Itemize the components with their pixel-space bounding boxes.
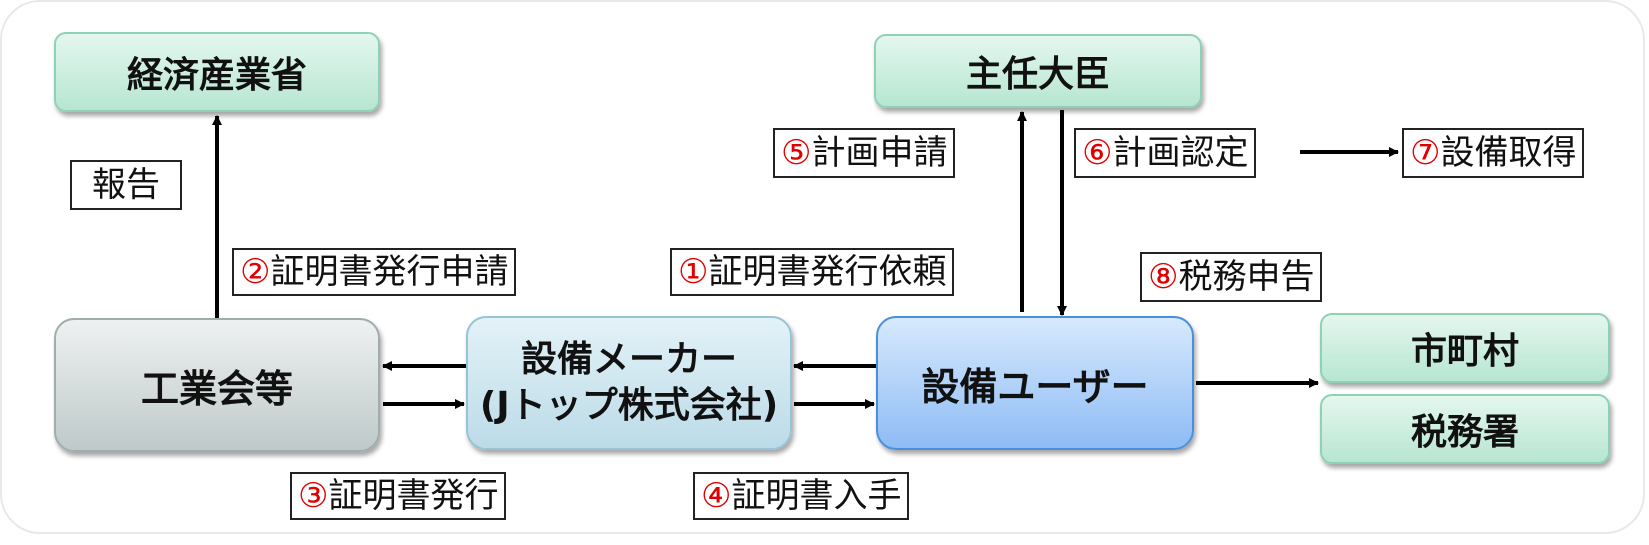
step6-number: ⑥ xyxy=(1082,133,1113,173)
equipment-user-box: 設備ユーザー xyxy=(876,316,1194,450)
minister-box: 主任大臣 xyxy=(874,34,1202,108)
step5-text: 計画申請 xyxy=(811,133,948,173)
tax-office-box: 税務署 xyxy=(1320,394,1610,464)
step8-text: 税務申告 xyxy=(1178,257,1315,297)
municipality-box: 市町村 xyxy=(1320,313,1610,383)
step3-number: ③ xyxy=(298,476,329,516)
step2-text: 証明書発行申請 xyxy=(270,252,509,292)
step7-text: 設備取得 xyxy=(1440,133,1577,173)
equipment-user-label: 設備ユーザー xyxy=(921,364,1149,409)
step7-number: ⑦ xyxy=(1410,133,1441,173)
step2-number: ② xyxy=(240,252,271,292)
report-text: 報告 xyxy=(92,165,160,205)
municipality-label: 市町村 xyxy=(1410,331,1519,372)
report-label: 報告 xyxy=(70,160,182,210)
equipment-maker-company: (Jトップ株式会社) xyxy=(479,385,779,426)
step6-text: 計画認定 xyxy=(1112,133,1249,173)
step1-number: ① xyxy=(678,252,709,292)
tax-office-label: 税務署 xyxy=(1410,412,1519,453)
industry-association-label: 工業会等 xyxy=(140,366,293,411)
step5-number: ⑤ xyxy=(781,133,812,173)
meti-box: 経済産業省 xyxy=(54,32,380,112)
step8-number: ⑧ xyxy=(1148,257,1179,297)
equipment-maker-label: 設備メーカー xyxy=(520,339,737,380)
step3-text: 証明書発行 xyxy=(328,476,499,516)
step4-text: 証明書入手 xyxy=(731,476,902,516)
step4-number: ④ xyxy=(701,476,732,516)
industry-association-box: 工業会等 xyxy=(54,318,380,452)
equipment-maker-box: 設備メーカー (Jトップ株式会社) xyxy=(466,316,792,450)
minister-label: 主任大臣 xyxy=(965,54,1110,95)
step1-text: 証明書発行依頼 xyxy=(708,252,947,292)
meti-label: 経済産業省 xyxy=(126,55,307,96)
